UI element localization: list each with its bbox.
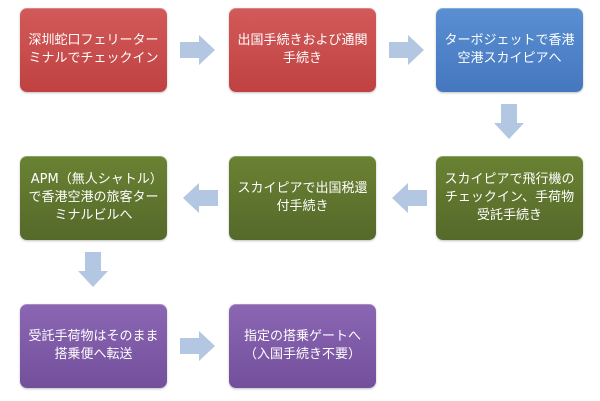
step-text-5: スカイピアで出国税還付手続き [237, 181, 368, 214]
step-text-1: 深圳蛇口フェリーターミナルでチェックイン [28, 33, 159, 66]
step-text-2: 出国手続きおよび通関手続き [237, 33, 368, 66]
step-box-7: 受託手荷物はそのまま搭乗便へ転送 [20, 304, 167, 388]
arrow-down-icon [494, 104, 524, 140]
step-text-8: 指定の搭乗ゲートへ（入国手続き不要） [243, 329, 361, 362]
step-box-4: スカイピアで飛行機のチェックイン、手荷物受託手続き [436, 156, 583, 240]
step-text-3: ターボジェットで香港空港スカイピアへ [444, 33, 575, 66]
arrow-right-icon [180, 331, 216, 361]
step-box-3: ターボジェットで香港空港スカイピアへ [436, 8, 583, 92]
step-box-2: 出国手続きおよび通関手続き [229, 8, 376, 92]
step-box-5: スカイピアで出国税還付手続き [229, 156, 376, 240]
step-text-4: スカイピアで飛行機のチェックイン、手荷物受託手続き [444, 172, 575, 223]
step-box-8: 指定の搭乗ゲートへ（入国手続き不要） [229, 304, 376, 388]
step-text-7: 受託手荷物はそのまま搭乗便へ転送 [28, 329, 159, 362]
arrow-left-icon [182, 183, 218, 213]
arrow-right-icon [389, 35, 425, 65]
step-text-6: APM（無人シャトル）で香港空港の旅客ターミナルビルへ [28, 172, 159, 223]
step-box-6: APM（無人シャトル）で香港空港の旅客ターミナルビルへ [20, 156, 167, 240]
arrow-down-icon [78, 252, 108, 288]
arrow-right-icon [180, 35, 216, 65]
arrow-left-icon [391, 183, 427, 213]
step-box-1: 深圳蛇口フェリーターミナルでチェックイン [20, 8, 167, 92]
